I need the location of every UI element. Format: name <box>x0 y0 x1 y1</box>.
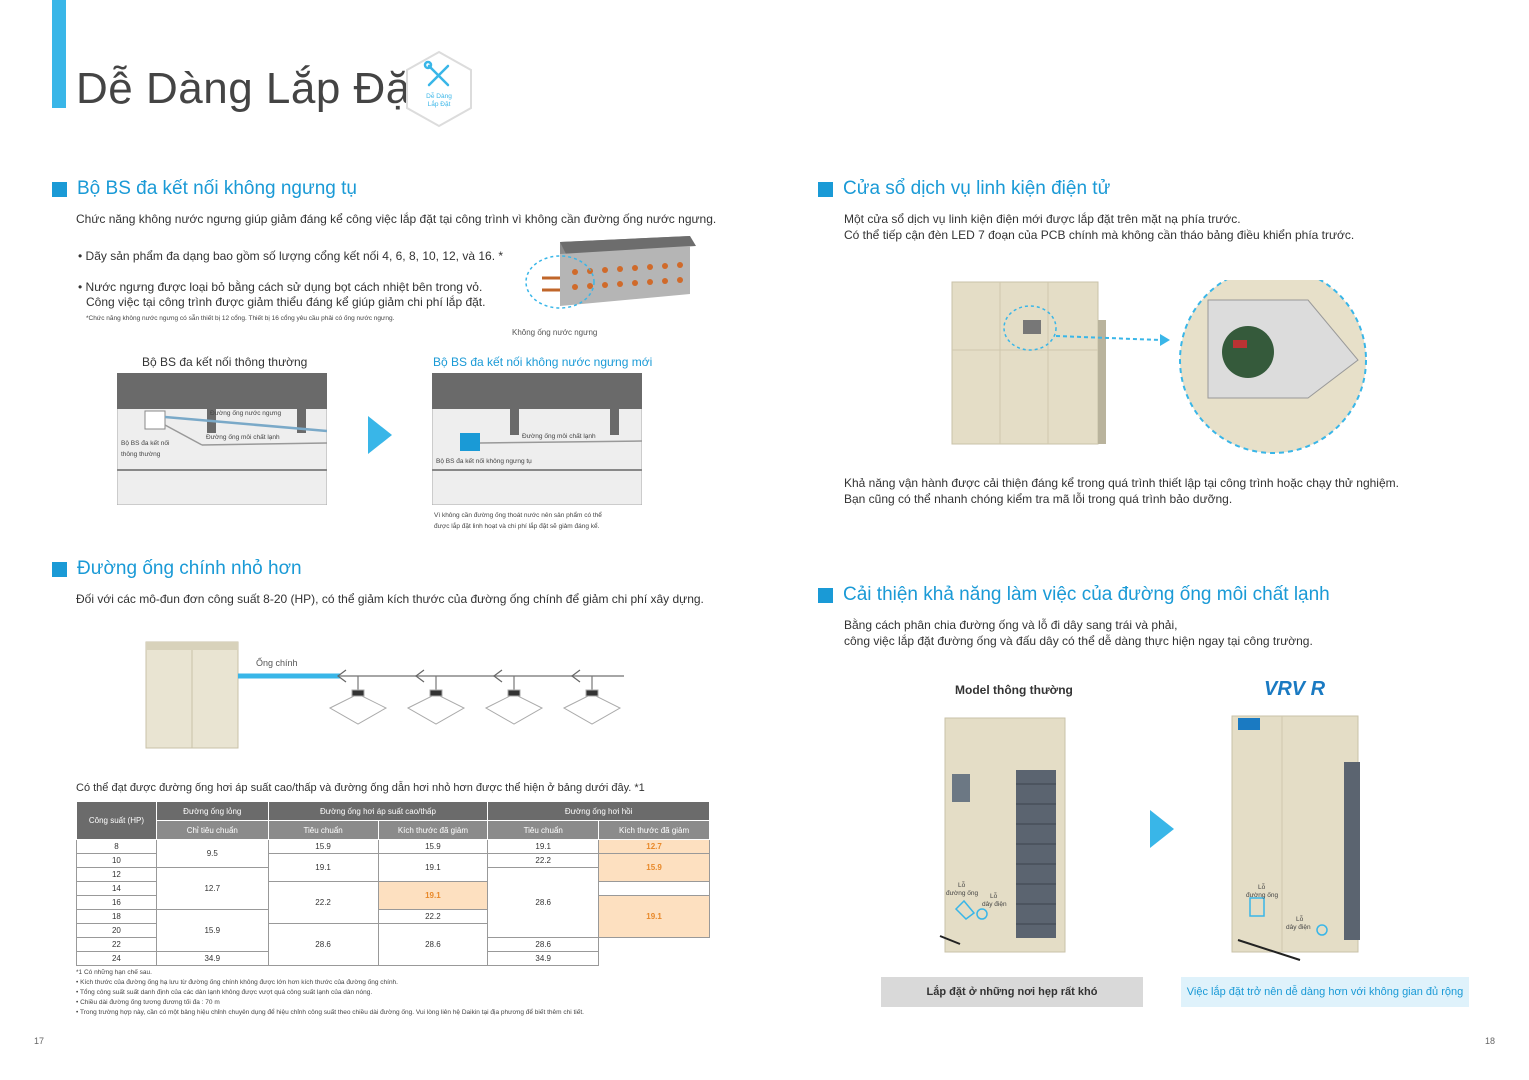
work-line-2: công việc lắp đặt đường ống và đấu dây c… <box>844 634 1313 648</box>
table-notes: *1 Có những hạn chế sau. • Kích thước củ… <box>76 969 584 1016</box>
model-vrv-title: VRV R <box>1264 678 1326 700</box>
caption-wide-space: Việc lắp đặt trở nên dễ dàng hơn với khô… <box>1181 977 1469 1007</box>
work-line-1: Bằng cách phân chia đường ống và lỗ đi d… <box>844 618 1178 632</box>
page-title: Dễ Dàng Lắp Đặt <box>76 64 424 113</box>
service-line-1: Một cửa sổ dịch vụ linh kiện điện mới đư… <box>844 212 1241 226</box>
main-pipe-label: Ống chính <box>256 658 298 668</box>
model-standard-title: Model thông thường <box>955 683 1073 697</box>
bs-footnote: *Chức năng không nước ngưng có sẵn thiết… <box>86 315 395 322</box>
table-intro: Có thể đạt được đường ống hơi áp suất ca… <box>76 782 645 794</box>
std-pipe-label-1: Lỗ <box>958 882 966 889</box>
bs-heading: Bộ BS đa kết nối không ngưng tụ <box>52 178 357 200</box>
diagram-new <box>431 372 643 506</box>
page-number-left: 17 <box>34 1036 45 1046</box>
diag-right-title: Bộ BS đa kết nối không nước ngưng mới <box>433 355 653 369</box>
badge-line-2: Lắp Đặt <box>428 99 451 108</box>
install-badge: Dễ Dàng Lắp Đặt <box>404 50 474 128</box>
std-pipe-label-2: đường ống <box>946 890 979 897</box>
standard-unit-image <box>930 714 1080 964</box>
title-accent-bar <box>52 0 66 108</box>
service-line-2: Có thể tiếp cận đèn LED 7 đoạn của PCB c… <box>844 228 1355 242</box>
caption-narrow-space: Lắp đặt ở những nơi hẹp rất khó <box>881 977 1143 1007</box>
service-heading: Cửa sổ dịch vụ linh kiện điện tử <box>818 178 1110 200</box>
diagram-conventional <box>116 372 328 506</box>
vrv-wire-label-2: dây điện <box>1286 924 1311 931</box>
service-window-image <box>948 266 1373 455</box>
arrow-right-icon <box>368 416 392 459</box>
vrv-wire-label-1: Lỗ <box>1296 916 1304 923</box>
vrv-pipe-label-1: Lỗ <box>1258 884 1266 891</box>
bs-bullet-2a: • Nước ngưng được loại bỏ bằng cách sử d… <box>78 280 483 294</box>
bs-unit-image <box>520 232 700 322</box>
lbl-new-bs: Bộ BS đa kết nối không ngưng tụ <box>436 458 532 465</box>
page-number-right: 18 <box>1485 1036 1496 1046</box>
service-line-4: Bạn cũng có thể nhanh chóng kiểm tra mã … <box>844 492 1233 506</box>
tools-icon <box>423 60 450 87</box>
lbl-refrig-right: Đường ống môi chất lạnh <box>522 433 596 440</box>
bs-unit-caption: Không ống nước ngưng <box>512 328 598 337</box>
badge-line-1: Dễ Dàng <box>426 91 452 100</box>
lbl-drain: Đường ống nước ngưng <box>210 410 282 417</box>
pipe-intro: Đối với các mô-đun đơn công suất 8-20 (H… <box>76 592 704 606</box>
pipe-size-table: Công suất (HP) Đường ống lỏng Đường ống … <box>76 801 710 966</box>
vrv-pipe-label-2: đường ống <box>1246 892 1279 899</box>
lbl-conv-2: thông thường <box>121 451 161 458</box>
bs-bullet-1: • Dãy sản phẩm đa dạng bao gồm số lượng … <box>78 249 504 263</box>
diag-left-title: Bộ BS đa kết nối thông thường <box>142 355 308 369</box>
arrow-right-icon-2 <box>1150 810 1174 853</box>
lbl-refrig: Đường ống môi chất lạnh <box>206 434 280 441</box>
bs-bullet-2b: Công việc tại công trình được giảm thiểu… <box>86 295 486 309</box>
vrv-unit-image <box>1222 712 1372 966</box>
std-wire-label-2: dây điện <box>982 901 1007 908</box>
note-2: được lắp đặt linh hoạt và chi phí lắp đặ… <box>434 523 600 530</box>
service-line-3: Khả năng vận hành được cải thiện đáng kể… <box>844 476 1399 490</box>
pipe-heading: Đường ống chính nhỏ hơn <box>52 558 302 580</box>
lbl-conv-1: Bộ BS đa kết nối <box>121 440 170 447</box>
bs-intro: Chức năng không nước ngưng giúp giảm đán… <box>76 212 717 226</box>
piping-diagram <box>140 636 630 756</box>
std-wire-label-1: Lỗ <box>990 893 998 900</box>
work-heading: Cải thiện khả năng làm việc của đường ốn… <box>818 584 1330 606</box>
note-1: Vì không cần đường ống thoát nước nên sả… <box>434 512 602 519</box>
